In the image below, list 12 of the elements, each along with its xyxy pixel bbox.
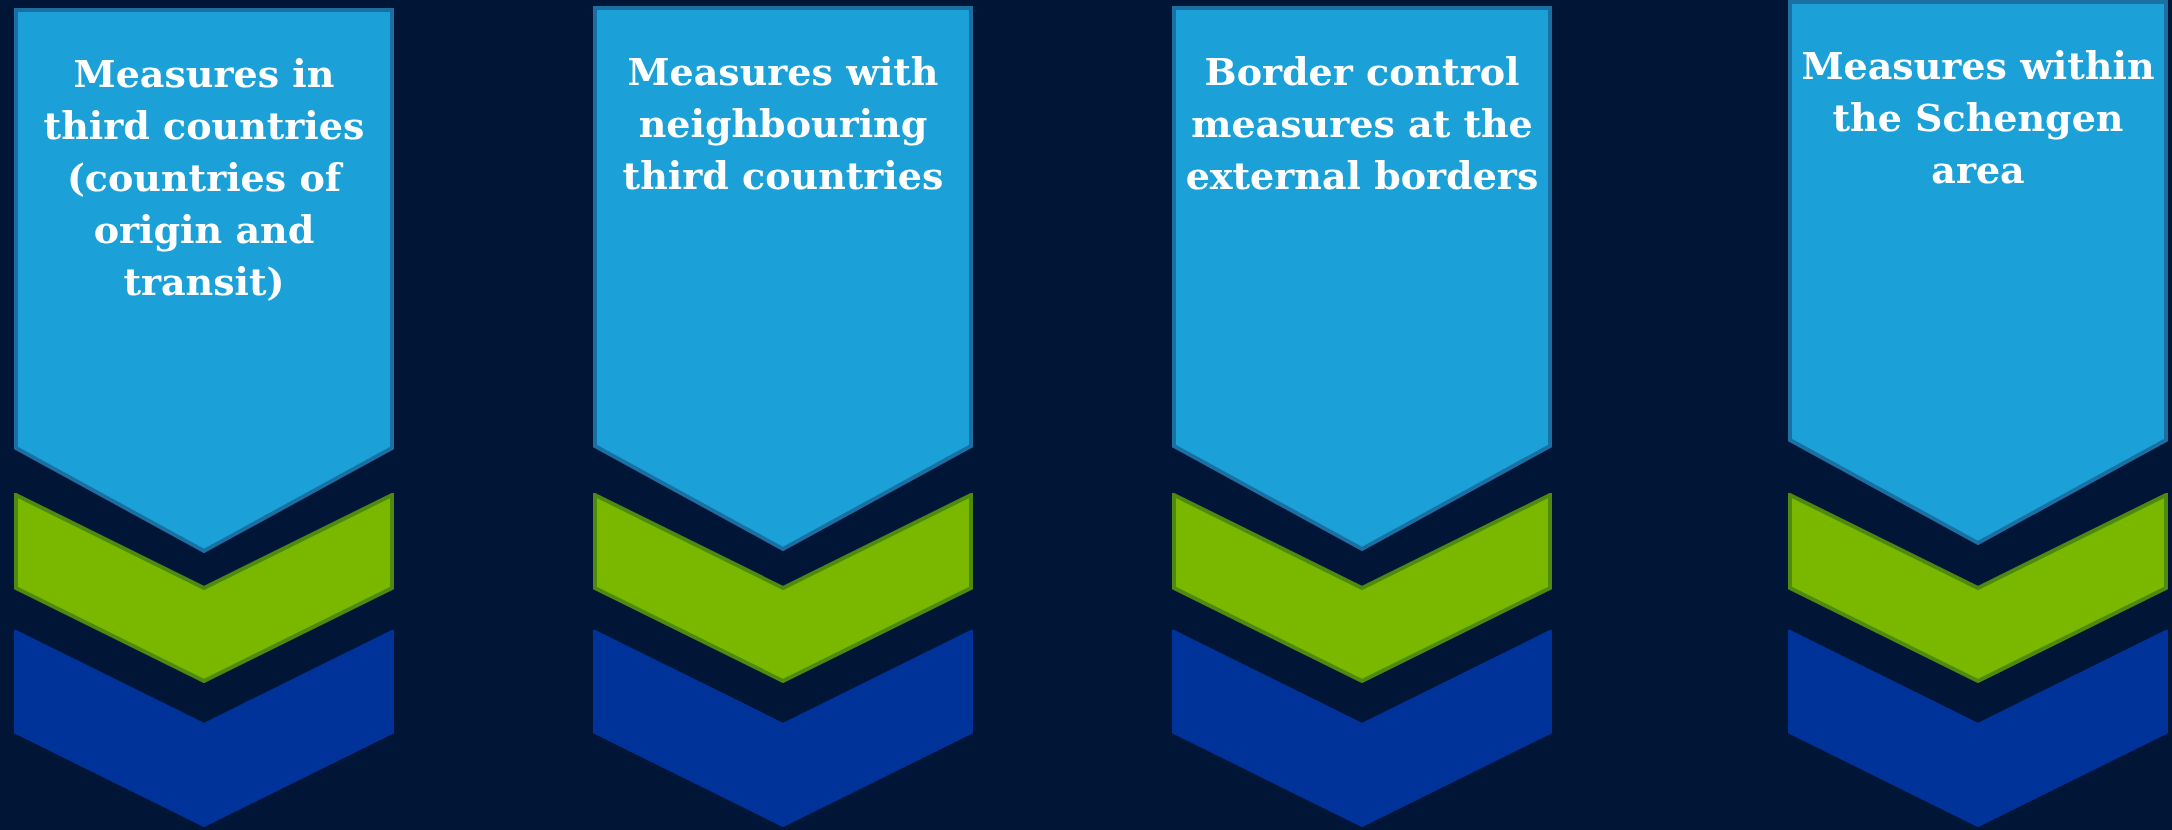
chevron-shape bbox=[1788, 493, 2168, 683]
pentagon-banner: Border control measures at the external borders bbox=[1172, 6, 1552, 552]
pentagon-banner: Measures within the Schengen area bbox=[1788, 0, 2168, 546]
pentagon-banner: Measures in third countries (countries of origin and transit) bbox=[14, 8, 394, 554]
chevron-shape bbox=[1172, 630, 1552, 827]
chevron-shape bbox=[593, 630, 973, 827]
chevron-shape bbox=[1788, 630, 2168, 827]
chevron-shape bbox=[14, 493, 394, 683]
chevron-shape bbox=[1172, 493, 1552, 683]
chevron-shape bbox=[593, 493, 973, 683]
chevron-shape bbox=[14, 630, 394, 827]
pentagon-banner: Measures with neighbouring third countries bbox=[593, 6, 973, 552]
